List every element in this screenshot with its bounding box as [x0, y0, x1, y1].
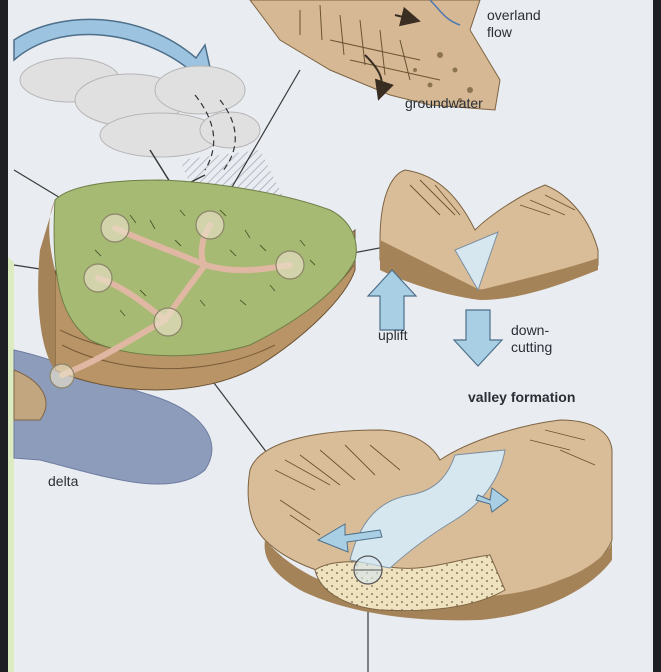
detail-circle: [84, 264, 112, 292]
wide-valley-inset: [248, 420, 612, 620]
detail-circle: [196, 211, 224, 239]
detail-circle: [154, 308, 182, 336]
groundwater-label: groundwater: [405, 95, 483, 112]
valley-formation-label: valley formation: [468, 389, 575, 406]
detail-circle: [50, 364, 74, 388]
detail-circle: [276, 251, 304, 279]
overland-flow-label: overland flow: [487, 7, 557, 41]
detail-circle: [101, 214, 129, 242]
uplift-label: uplift: [378, 327, 408, 344]
down-cutting-label: down-cutting: [511, 322, 561, 356]
delta-label: delta: [48, 473, 78, 490]
